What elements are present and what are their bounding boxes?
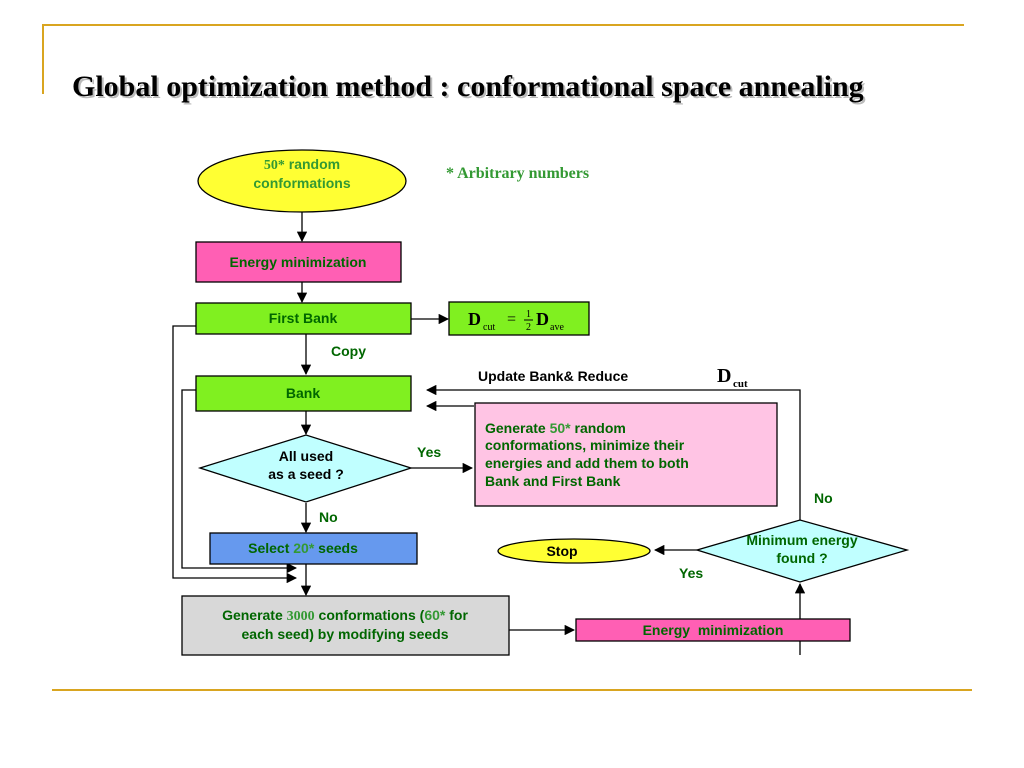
label-no-min-energy: No — [814, 490, 833, 506]
label-dcut-d: D — [717, 365, 731, 387]
first-bank-label: First Bank — [269, 310, 338, 326]
gen3000-post: for — [445, 607, 468, 623]
formula-d: D — [468, 309, 481, 329]
node-energy-min-2: Energy minimization — [575, 618, 851, 642]
node-all-used: All used as a seed ? — [197, 434, 414, 503]
slide-title: Global optimization method : conformatio… — [72, 70, 864, 103]
frame-top-line — [42, 24, 964, 26]
node-energy-min-1: Energy minimization — [195, 241, 402, 283]
node-start: 50* random conformations — [197, 149, 407, 213]
gen-random-line2: conformations, minimize their — [485, 437, 685, 453]
arbitrary-note: * Arbitrary numbers — [446, 165, 589, 182]
select-post: seeds — [314, 540, 358, 556]
loop-bank — [181, 389, 298, 574]
formula-ave-sub: ave — [550, 322, 564, 333]
label-yes-all-used: Yes — [417, 444, 441, 460]
label-copy: Copy — [331, 343, 366, 359]
node-bank: Bank — [195, 375, 412, 412]
node-first-bank: First Bank — [195, 302, 412, 335]
gen3000-num1: 3000 — [287, 609, 315, 624]
gen3000-pre: Generate — [222, 607, 287, 623]
all-used-line1: All used — [279, 448, 333, 464]
label-update-bank: Update Bank& Reduce — [478, 368, 628, 384]
svg-text:Generate 50* random: Generate 50* random — [485, 420, 626, 436]
stop-label: Stop — [546, 543, 577, 559]
formula-half-num: 1 — [526, 309, 531, 320]
label-yes-min-energy: Yes — [679, 565, 703, 581]
gen3000-num2: 60* — [424, 607, 446, 623]
start-num: 50* — [264, 158, 285, 173]
formula-d2: D — [536, 309, 549, 329]
gen3000-line2: each seed) by modifying seeds — [242, 626, 449, 642]
formula-cut-sub: cut — [483, 322, 495, 333]
node-generate-random: Generate 50* random conformations, minim… — [474, 402, 778, 507]
select-pre: Select — [248, 540, 293, 556]
gen-random-line4: Bank and First Bank — [485, 473, 621, 489]
node-stop: Stop — [497, 538, 651, 564]
gen-random-l1-num: 50* — [550, 420, 572, 436]
node-generate-3000: Generate 3000 conformations (60* for eac… — [181, 595, 510, 656]
energy-min-2-label: Energy minimization — [643, 622, 784, 638]
gen-random-line3: energies and add them to both — [485, 455, 689, 471]
formula-half-den: 2 — [526, 322, 531, 333]
label-dcut-sub: cut — [733, 378, 748, 390]
gen-random-l1-pre: Generate — [485, 420, 550, 436]
gen3000-mid: conformations ( — [315, 607, 425, 623]
formula-equals: = — [507, 311, 516, 328]
select-num: 20* — [293, 540, 315, 556]
svg-text:Generate 3000 conformations (6: Generate 3000 conformations (60* for — [222, 607, 468, 624]
connectors — [172, 212, 806, 655]
all-used-line2: as a seed ? — [268, 466, 344, 482]
node-min-energy: Minimum energy found ? — [694, 519, 910, 583]
bank-label: Bank — [286, 385, 320, 401]
loop-firstbank — [172, 325, 298, 584]
start-line1: random — [285, 156, 340, 172]
svg-text:Select 20* seeds: Select 20* seeds — [248, 540, 358, 556]
start-line2: conformations — [253, 175, 350, 191]
gen-random-l1-post: random — [571, 420, 626, 436]
arrow-minenergy-no-to-bank — [425, 384, 801, 520]
frame-left-line — [42, 24, 44, 94]
energy-min-1-label: Energy minimization — [230, 254, 367, 270]
node-dcut-formula: D cut = 1 2 D ave — [448, 301, 590, 336]
node-select-seeds: Select 20* seeds — [209, 532, 418, 565]
min-energy-line2: found ? — [776, 550, 827, 566]
label-no-all-used: No — [319, 509, 338, 525]
min-energy-line1: Minimum energy — [746, 532, 857, 548]
frame-bottom-line — [52, 689, 972, 691]
svg-text:50* random: 50* random — [264, 156, 340, 173]
